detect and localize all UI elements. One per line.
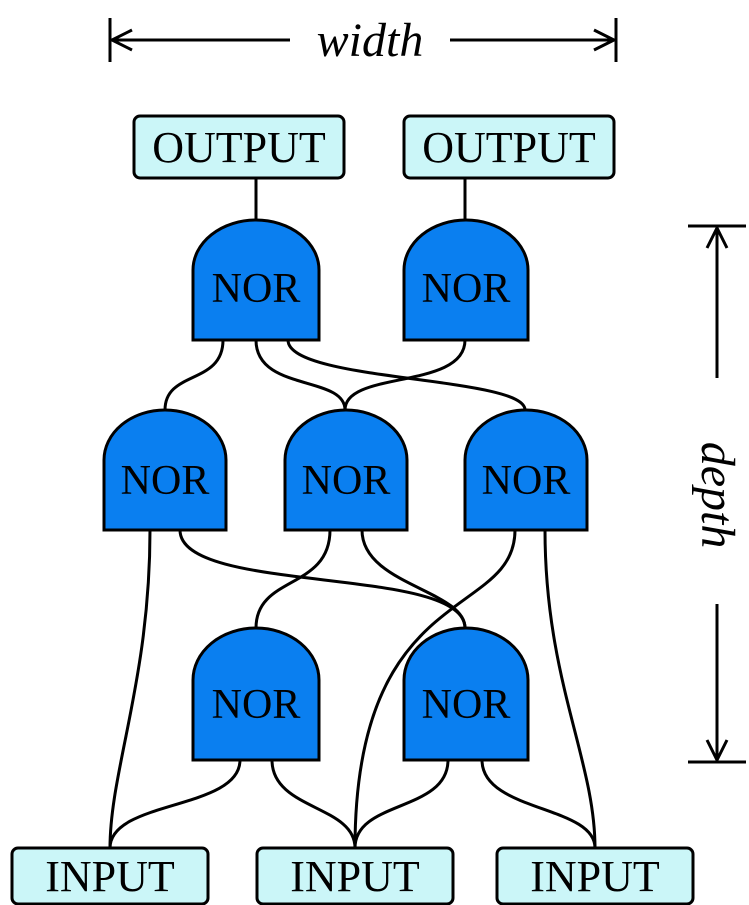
input-label: INPUT [530,852,660,901]
depth-label: depth [691,442,744,549]
wire-gate3b-from-input2 [353,759,450,849]
nor-gate: NOR [402,626,530,762]
wire-gate2c-to-input2 [353,529,517,849]
wire-gate1b-from-gate2b [343,339,467,411]
wire-gate1a-from-gate2b [254,339,347,411]
nor-gate: NOR [402,218,530,342]
gate-label: NOR [422,682,511,728]
wire-gate2b-to-gate3b [360,529,467,629]
output-label: OUTPUT [152,123,326,172]
nor-gate: NOR [191,626,321,762]
depth-dimension: depth [688,224,746,764]
gate-label: NOR [482,458,571,504]
gate-label: NOR [302,458,391,504]
output-box: OUTPUT [132,114,346,180]
gate-label: NOR [212,682,301,728]
wire-gate2b-to-gate3a [254,529,332,629]
nor-gate: NOR [191,218,321,342]
input-label: INPUT [290,852,420,901]
input-label: INPUT [45,852,175,901]
wire-gate1a-from-gate2c [286,339,527,411]
gate-label: NOR [212,266,301,312]
wire-gate2c-to-input3 [543,529,597,849]
input-box: INPUT [10,846,210,905]
nor-gate: NOR [102,408,228,532]
wire-gate3a-from-input2 [270,759,357,849]
wire-gate2a-to-input1 [108,529,152,849]
width-label: width [317,14,424,67]
width-dimension: width [108,14,618,67]
input-box: INPUT [255,846,455,905]
output-label: OUTPUT [422,123,596,172]
wire-gate3a-from-input1 [108,759,242,849]
nor-gate: NOR [283,408,409,532]
gate-label: NOR [422,266,511,312]
gate-label: NOR [121,458,210,504]
input-box: INPUT [495,846,695,905]
wire-gate3b-from-input3 [480,759,597,849]
wire-gate1a-from-gate2a [163,339,225,411]
wire-gate2a-to-gate3b [178,529,467,629]
output-box: OUTPUT [402,114,616,180]
nor-gate: NOR [463,408,589,532]
wires [108,178,597,849]
